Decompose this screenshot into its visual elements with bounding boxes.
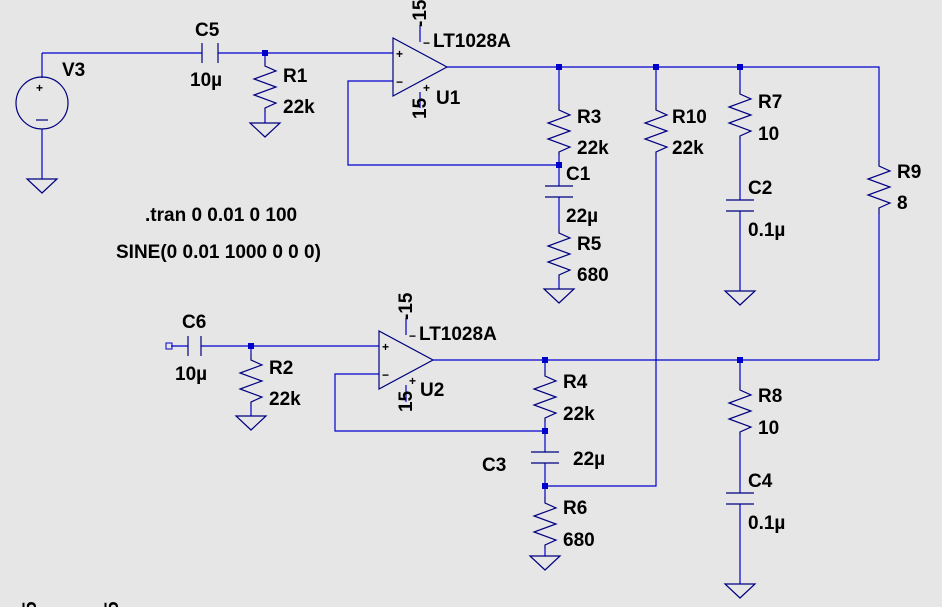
resistor-r3[interactable]: R3 22k bbox=[546, 104, 609, 159]
ground-c2 bbox=[723, 290, 757, 306]
r2-value: 22k bbox=[269, 389, 301, 410]
r6-name: R6 bbox=[563, 498, 587, 519]
r3-value: 22k bbox=[577, 138, 609, 159]
c3-value: 22µ bbox=[573, 449, 605, 470]
capacitor-c4[interactable]: C4 0.1µ bbox=[726, 471, 785, 534]
r9-name: R9 bbox=[897, 162, 921, 183]
svg-text:−: − bbox=[382, 368, 389, 382]
r4-name: R4 bbox=[563, 372, 588, 393]
r9-value: 8 bbox=[897, 193, 908, 214]
ground-r2 bbox=[234, 415, 268, 431]
ground-r5 bbox=[542, 288, 576, 304]
u1-vneg: -15 bbox=[410, 0, 431, 27]
resistor-r6[interactable]: R6 680 bbox=[532, 497, 595, 551]
r10-value: 22k bbox=[672, 138, 704, 159]
c2-value: 0.1µ bbox=[748, 220, 785, 241]
capacitor-c2[interactable]: C2 0.1µ bbox=[726, 178, 785, 241]
r1-value: 22k bbox=[283, 97, 315, 118]
r8-value: 10 bbox=[758, 418, 779, 439]
u2-vpos: 15 bbox=[396, 390, 417, 412]
wires bbox=[41, 25, 880, 584]
u2-name: U2 bbox=[420, 380, 444, 401]
capacitor-c5[interactable]: C5 10µ bbox=[190, 20, 222, 91]
opamp-u1[interactable]: + − − + LT1028A U1 -15 15 bbox=[392, 0, 511, 119]
ground-symbols bbox=[25, 122, 757, 599]
r3-name: R3 bbox=[577, 107, 601, 128]
c3-name: C3 bbox=[482, 455, 506, 476]
resistor-r4[interactable]: R4 22k bbox=[532, 370, 595, 425]
svg-text:+: + bbox=[423, 81, 430, 95]
svg-text:−: − bbox=[409, 329, 416, 343]
c5-value: 10µ bbox=[190, 70, 222, 91]
svg-text:+: + bbox=[409, 374, 416, 388]
r2-name: R2 bbox=[269, 358, 293, 379]
c2-name: C2 bbox=[748, 178, 772, 199]
r6-value: 680 bbox=[563, 530, 595, 551]
ground-c4 bbox=[723, 583, 757, 599]
c6-value: 10µ bbox=[175, 364, 207, 385]
opamp-u2[interactable]: + − − + LT1028A U2 -15 15 bbox=[378, 292, 497, 412]
r5-value: 680 bbox=[577, 265, 609, 286]
voltage-source-v3[interactable]: + V3 bbox=[15, 60, 85, 130]
u2-vneg: -15 bbox=[396, 292, 417, 320]
resistor-r1[interactable]: R1 22k bbox=[252, 60, 315, 118]
resistor-r7[interactable]: R7 10 bbox=[727, 88, 782, 145]
r5-name: R5 bbox=[577, 234, 602, 255]
offscreen-label-fragment-left: 5 bbox=[20, 601, 41, 607]
svg-text:+: + bbox=[36, 81, 43, 95]
u1-vpos: 15 bbox=[410, 97, 431, 119]
c6-name: C6 bbox=[182, 312, 206, 333]
junction-dots bbox=[248, 50, 743, 489]
r1-name: R1 bbox=[283, 66, 308, 87]
svg-text:−: − bbox=[396, 75, 403, 89]
r8-name: R8 bbox=[758, 386, 782, 407]
r7-name: R7 bbox=[758, 92, 782, 113]
resistor-r2[interactable]: R2 22k bbox=[238, 354, 301, 410]
svg-text:−: − bbox=[423, 36, 430, 50]
resistor-r9[interactable]: R9 8 bbox=[866, 160, 921, 214]
c4-value: 0.1µ bbox=[748, 513, 785, 534]
ground-r1 bbox=[248, 122, 282, 138]
c1-name: C1 bbox=[566, 164, 591, 185]
resistor-r10[interactable]: R10 22k bbox=[643, 104, 707, 159]
c1-value: 22µ bbox=[566, 206, 598, 227]
ground-v3 bbox=[25, 178, 59, 194]
capacitor-c1[interactable]: C1 22µ bbox=[545, 164, 598, 227]
u2-part: LT1028A bbox=[419, 324, 497, 345]
svg-text:+: + bbox=[382, 340, 389, 354]
capacitor-c6[interactable]: C6 10µ bbox=[165, 312, 207, 385]
u1-part: LT1028A bbox=[433, 31, 511, 52]
capacitor-c3[interactable]: C3 22µ bbox=[482, 449, 605, 476]
tran-directive[interactable]: .tran 0 0.01 0 100 bbox=[145, 205, 297, 226]
r7-value: 10 bbox=[758, 124, 779, 145]
r10-name: R10 bbox=[672, 107, 707, 128]
v3-name: V3 bbox=[62, 60, 85, 81]
sine-source-spec[interactable]: SINE(0 0.01 1000 0 0 0) bbox=[116, 242, 321, 263]
offscreen-label-fragment-right: 5 bbox=[102, 601, 123, 607]
ground-r6 bbox=[528, 555, 562, 571]
c5-name: C5 bbox=[195, 20, 220, 41]
u1-name: U1 bbox=[436, 88, 461, 109]
c4-name: C4 bbox=[748, 471, 773, 492]
resistor-r8[interactable]: R8 10 bbox=[727, 384, 782, 439]
svg-text:+: + bbox=[396, 47, 403, 61]
resistor-r5[interactable]: R5 680 bbox=[546, 227, 609, 286]
r4-value: 22k bbox=[563, 404, 595, 425]
